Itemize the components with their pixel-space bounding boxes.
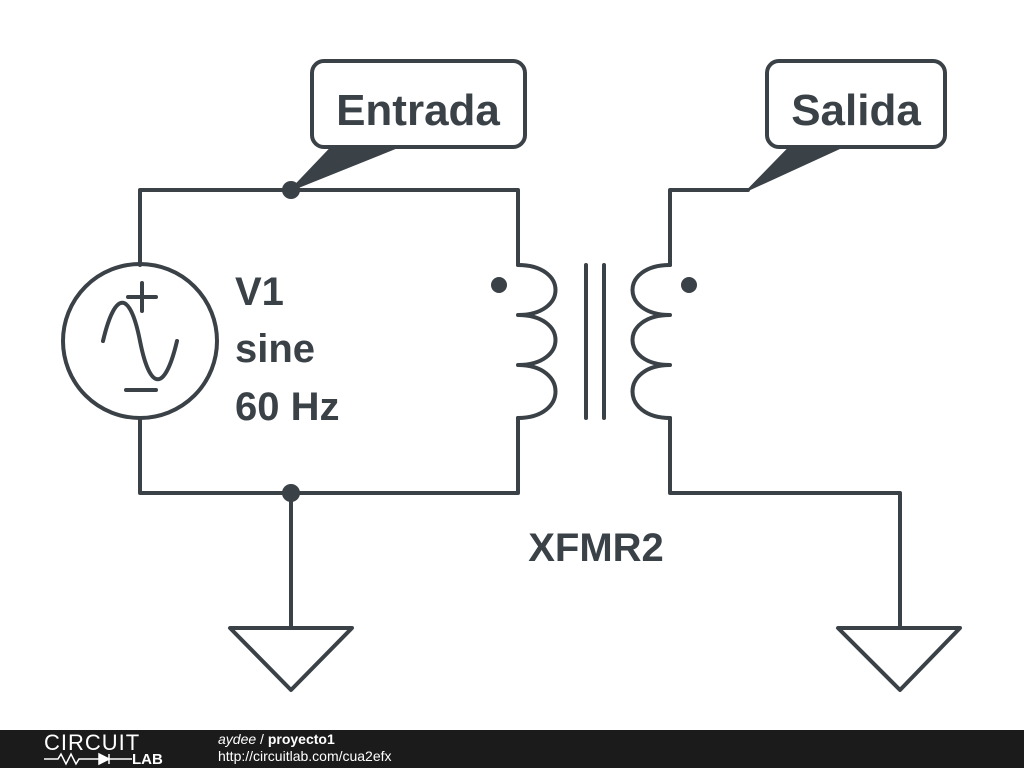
wire-primary-top	[138, 188, 520, 267]
secondary-polarity-dot	[681, 277, 697, 293]
project-url-link[interactable]: http://circuitlab.com/cua2efx	[218, 748, 392, 764]
project-owner-line: aydee / proyecto1	[218, 731, 392, 748]
circuitlab-logo[interactable]: CIRCUIT LAB	[44, 730, 174, 768]
ground-symbol-right	[836, 626, 962, 692]
salida-label-box	[765, 59, 947, 149]
wire-primary-bottom	[138, 416, 520, 495]
source-frequency-label: 60 Hz	[235, 385, 340, 429]
sine-wave-icon	[101, 301, 179, 381]
transformer-label: XFMR2	[528, 526, 664, 570]
primary-coil	[516, 263, 558, 420]
entrada-label-box	[310, 59, 527, 149]
brand-word-lab: LAB	[132, 751, 163, 768]
wire-secondary-bottom	[668, 416, 902, 630]
project-meta: aydee / proyecto1 http://circuitlab.com/…	[218, 731, 392, 765]
source-name-label: V1	[235, 270, 284, 314]
junction-dot-bottom	[282, 484, 300, 502]
circuit-schematic: Entrada Salida V1 sine 60 Hz XFMR2	[61, 59, 962, 692]
author-link[interactable]: aydee	[218, 731, 257, 747]
secondary-coil	[630, 263, 672, 420]
salida-label: Salida	[791, 86, 921, 135]
resistor-diode-icon	[44, 752, 132, 766]
footer-bar: CIRCUIT LAB aydee / proyecto1 http://cir…	[0, 730, 1024, 768]
transformer-core	[584, 263, 606, 420]
salida-pointer	[747, 146, 843, 191]
entrada-pointer	[290, 146, 399, 191]
wire-secondary-top	[668, 188, 750, 267]
entrada-label: Entrada	[336, 86, 500, 135]
source-type-label: sine	[235, 327, 315, 371]
junction-dot-top	[282, 181, 300, 199]
primary-polarity-dot	[491, 277, 507, 293]
brand-word-circuit: CIRCUIT	[44, 730, 141, 755]
path-separator: /	[256, 731, 268, 747]
ground-symbol-left	[228, 626, 354, 692]
project-name-link[interactable]: proyecto1	[267, 731, 335, 747]
plus-sign-icon	[126, 281, 158, 313]
voltage-source-symbol	[61, 262, 219, 420]
